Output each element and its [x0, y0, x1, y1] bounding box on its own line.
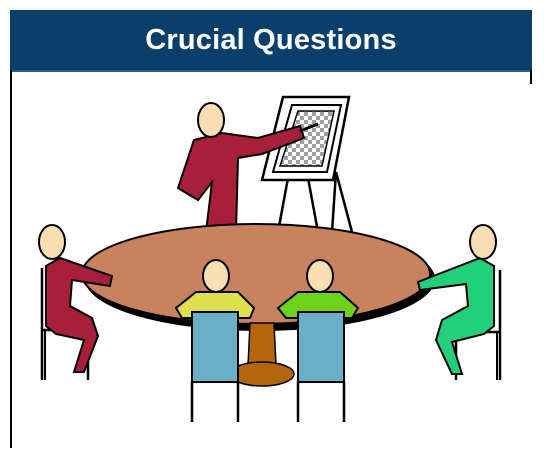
presenter-figure	[176, 102, 319, 233]
front-right-chair-back	[297, 311, 345, 383]
board-screen	[278, 110, 335, 167]
round-table	[81, 223, 435, 331]
slide-title: Crucial Questions	[145, 23, 397, 56]
easel	[260, 95, 354, 233]
front-left-chair-back	[191, 311, 239, 383]
left-person-figure	[38, 224, 114, 380]
slide-frame-right	[530, 70, 532, 84]
slide-frame-left	[10, 70, 12, 448]
slide-header: Crucial Questions	[10, 10, 532, 72]
right-person-figure	[416, 224, 502, 380]
front-left-person-figure	[174, 259, 256, 422]
front-right-person-figure	[276, 259, 360, 422]
table-pedestal	[229, 322, 295, 387]
